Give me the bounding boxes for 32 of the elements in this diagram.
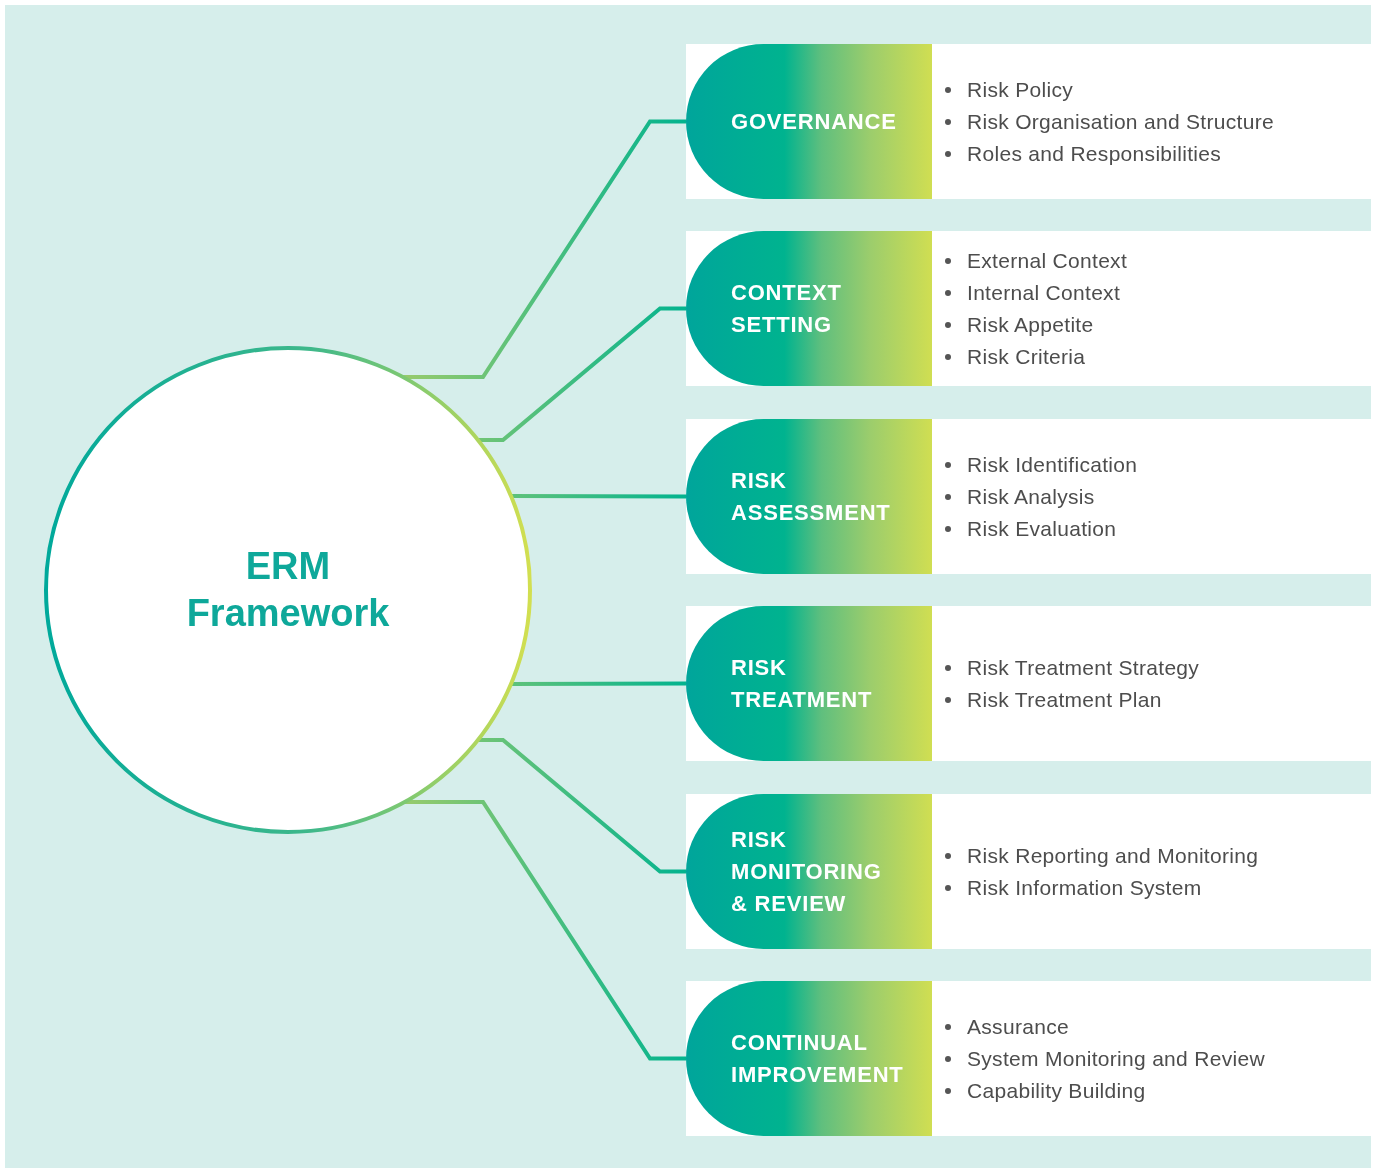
bullet-text: Capability Building xyxy=(967,1078,1146,1103)
bullet-text: Internal Context xyxy=(967,280,1121,305)
category-band xyxy=(686,794,1371,949)
bullet-text: Assurance xyxy=(967,1014,1069,1039)
category-heading: RISK MONITORING & REVIEW xyxy=(731,825,883,918)
connector-line xyxy=(476,738,686,874)
bullet-text: Risk Information System xyxy=(967,875,1202,900)
bullet-text: System Monitoring and Review xyxy=(967,1046,1265,1071)
bullet-text: Risk Appetite xyxy=(967,312,1094,337)
bullet-text: Risk Evaluation xyxy=(967,516,1117,541)
category-heading: RISK TREATMENT xyxy=(731,653,874,714)
bullet-text: External Context xyxy=(967,248,1128,273)
category-band xyxy=(686,419,1371,574)
bullet-text: Risk Policy xyxy=(967,77,1073,102)
category-heading: CONTEXT SETTING xyxy=(731,278,843,339)
category-band xyxy=(686,981,1371,1136)
category-band xyxy=(686,606,1371,761)
bullet-text: Risk Reporting and Monitoring xyxy=(967,843,1259,868)
connector-line xyxy=(476,306,686,442)
bullet-text: Risk Treatment Plan xyxy=(967,687,1162,712)
category-band xyxy=(686,231,1371,386)
framework-circle xyxy=(44,346,532,834)
bullet-text: Risk Identification xyxy=(967,452,1138,477)
bullet-text: Risk Analysis xyxy=(967,484,1095,509)
framework-title: ERM Framework xyxy=(185,543,391,636)
bullet-text: Risk Criteria xyxy=(967,344,1086,369)
category-band xyxy=(686,44,1371,199)
connector-line xyxy=(403,800,686,1061)
connector-line xyxy=(401,119,686,379)
bullet-text: Risk Treatment Strategy xyxy=(967,655,1200,680)
bullet-text: Roles and Responsibilities xyxy=(967,141,1222,166)
bullet-text: Risk Organisation and Structure xyxy=(967,109,1274,134)
